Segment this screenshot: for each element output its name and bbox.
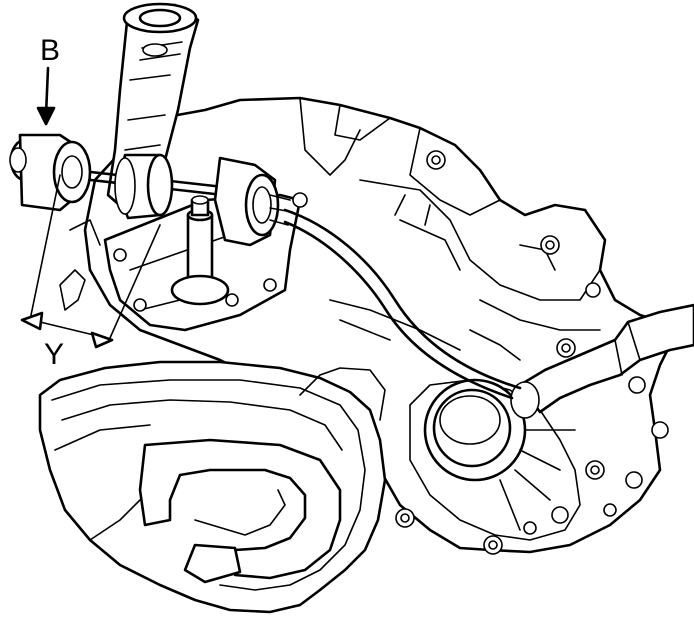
cable-bushing-b [9, 133, 92, 212]
callout-arrow-b [36, 66, 56, 126]
breather-tube [510, 303, 694, 419]
oil-pan [38, 360, 387, 614]
cable-bushing-middle [114, 153, 174, 220]
dimension-arrow-left [20, 311, 44, 331]
selector-cable [283, 208, 522, 400]
differential-cover [409, 378, 581, 541]
dimension-arrow-right [90, 331, 114, 349]
cable-bushing-right [213, 156, 293, 247]
rear-flange [59, 219, 101, 311]
dimension-label-y: Y [44, 338, 65, 371]
callout-label-b: B [40, 34, 61, 67]
dimension-y [20, 174, 161, 349]
